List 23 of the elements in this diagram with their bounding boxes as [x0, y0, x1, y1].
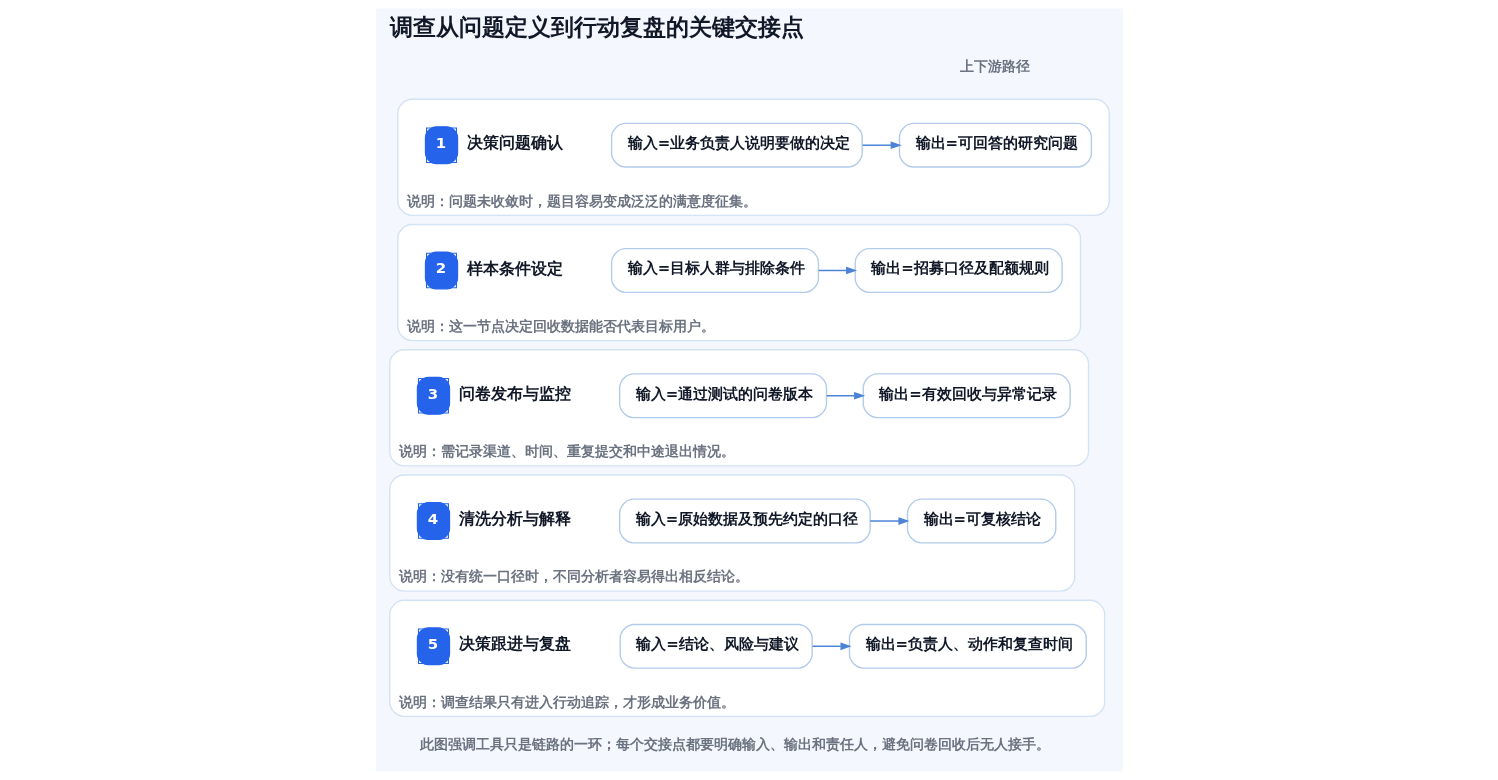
node-box: 输入=原始数据及预先约定的口径: [618, 498, 871, 544]
arrow: [825, 391, 865, 400]
node-box: 输出=可复核结论: [906, 498, 1056, 544]
node-box: 输出=招募口径及配额规则: [854, 247, 1063, 293]
caption: 此图强调工具只是链路的一环；每个交接点都要明确输入、输出和责任人，避免问卷回收后无人接手。: [419, 735, 1050, 752]
arrow: [817, 266, 857, 275]
node-label: 决策问题确认: [466, 133, 563, 153]
node-label: 清洗分析与解释: [458, 509, 571, 529]
node-box: 输入=通过测试的问卷版本: [618, 373, 827, 419]
node-label: 问卷发布与监控: [458, 383, 571, 403]
node-box: 输入=结论、风险与建议: [619, 623, 813, 669]
label: 上下游路径: [959, 57, 1030, 74]
node-label: 决策跟进与复盘: [458, 634, 571, 654]
node-box: 输入=业务负责人说明要做的决定: [610, 122, 863, 168]
diagram-title: 调查从问题定义到行动复盘的关键交接点: [389, 13, 804, 40]
node-box: 输出=负责人、动作和复查时间: [848, 623, 1087, 669]
node-box: 输出=可回答的研究问题: [898, 122, 1092, 168]
arrow: [861, 141, 902, 150]
node-box: 输出=有效回收与异常记录: [862, 373, 1071, 419]
arrow: [811, 642, 851, 651]
arrow: [868, 517, 909, 525]
node-label: 样本条件设定: [466, 258, 563, 278]
node-box: 输入=目标人群与排除条件: [610, 247, 819, 293]
